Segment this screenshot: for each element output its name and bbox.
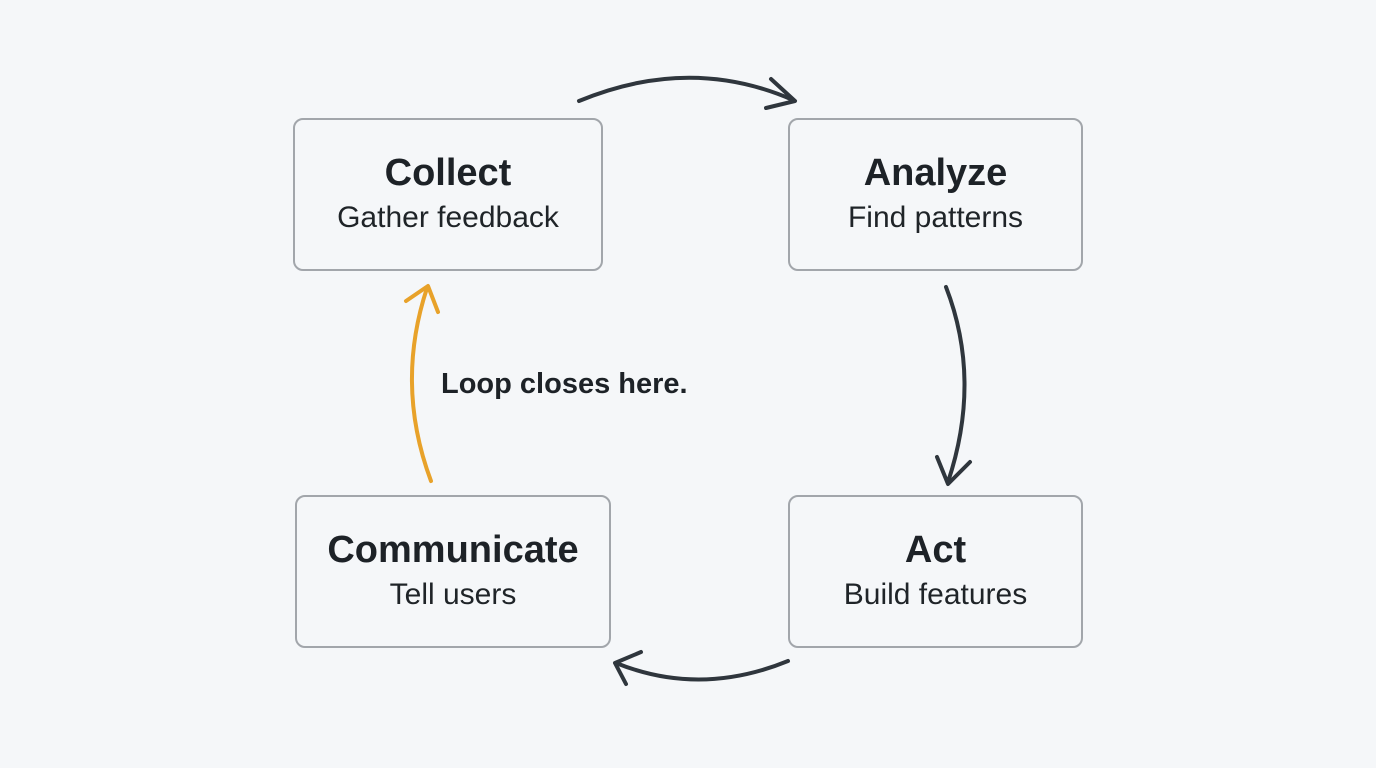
arrow-analyze-to-act	[935, 285, 972, 486]
node-analyze: Analyze Find patterns	[788, 118, 1083, 271]
node-collect-title: Collect	[384, 152, 512, 195]
arrow-communicate-to-collect	[404, 284, 440, 483]
node-act-subtitle: Build features	[843, 577, 1028, 611]
node-collect-subtitle: Gather feedback	[337, 200, 559, 234]
arrow-act-to-communicate	[613, 650, 790, 686]
node-communicate-title: Communicate	[327, 529, 579, 572]
node-collect: Collect Gather feedback	[293, 118, 603, 271]
node-act-title: Act	[904, 529, 967, 572]
arrow-collect-to-analyze	[577, 75, 797, 110]
node-analyze-title: Analyze	[863, 152, 1008, 195]
node-communicate: Communicate Tell users	[295, 495, 611, 648]
node-analyze-subtitle: Find patterns	[847, 200, 1024, 234]
node-act: Act Build features	[788, 495, 1083, 648]
loop-annotation: Loop closes here.	[441, 368, 688, 400]
node-communicate-subtitle: Tell users	[389, 577, 517, 611]
